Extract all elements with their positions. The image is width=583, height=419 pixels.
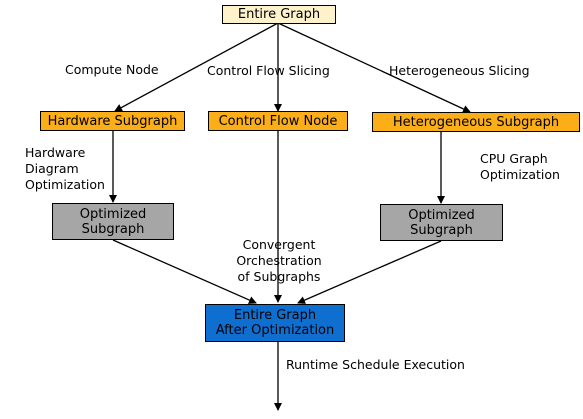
node-entire-after-line1: Entire Graph (233, 308, 317, 323)
node-optimized-right-line2: Subgraph (410, 222, 473, 238)
node-hardware-subgraph-label: Hardware Subgraph (47, 113, 178, 129)
label-hardware-diagram-optimization: Hardware Diagram Optimization (25, 145, 115, 193)
label-runtime-schedule-execution: Runtime Schedule Execution (286, 357, 465, 372)
node-optimized-subgraph-right: Optimized Subgraph (380, 204, 503, 241)
node-optimized-right-line1: Optimized (408, 207, 475, 223)
node-control-flow-node: Control Flow Node (208, 111, 348, 131)
node-control-flow-node-label: Control Flow Node (218, 113, 338, 129)
label-convergent-orchestration-line2: Orchestration (236, 253, 322, 268)
label-cpu-graph-optimization: CPU Graph Optimization (480, 151, 570, 183)
node-optimized-subgraph-left: Optimized Subgraph (52, 203, 174, 240)
node-entire-after-line2: After Optimization (215, 323, 335, 338)
label-hardware-diagram-optimization-line2: Diagram (25, 161, 79, 176)
node-entire-graph-after-optimization: Entire Graph After Optimization (205, 304, 345, 342)
label-hardware-diagram-optimization-line3: Optimization (25, 177, 105, 192)
node-entire-graph: Entire Graph (222, 5, 336, 24)
node-heterogeneous-subgraph: Heterogeneous Subgraph (372, 112, 580, 132)
label-compute-node: Compute Node (65, 62, 159, 77)
label-cpu-graph-optimization-line1: CPU Graph (480, 151, 548, 166)
node-entire-graph-label: Entire Graph (237, 7, 321, 22)
label-convergent-orchestration-line3: of Subgraphs (237, 269, 321, 284)
node-hardware-subgraph: Hardware Subgraph (40, 111, 185, 131)
label-heterogeneous-slicing: Heterogeneous Slicing (389, 63, 530, 78)
node-optimized-left-line2: Subgraph (81, 221, 145, 237)
label-convergent-orchestration-line1: Convergent (242, 237, 316, 252)
label-cpu-graph-optimization-line2: Optimization (480, 167, 560, 182)
label-convergent-orchestration: Convergent Orchestration of Subgraphs (224, 237, 334, 285)
edge-entire-to-heterogeneous (277, 22, 471, 113)
label-hardware-diagram-optimization-line1: Hardware (25, 145, 86, 160)
node-optimized-left-line1: Optimized (79, 206, 147, 222)
node-heterogeneous-subgraph-label: Heterogeneous Subgraph (392, 114, 560, 130)
edge-optimized-right-to-final (297, 240, 442, 304)
edge-optimized-left-to-final (112, 239, 257, 304)
edge-entire-to-hardware (114, 22, 279, 112)
label-control-flow-slicing: Control Flow Slicing (207, 63, 330, 78)
